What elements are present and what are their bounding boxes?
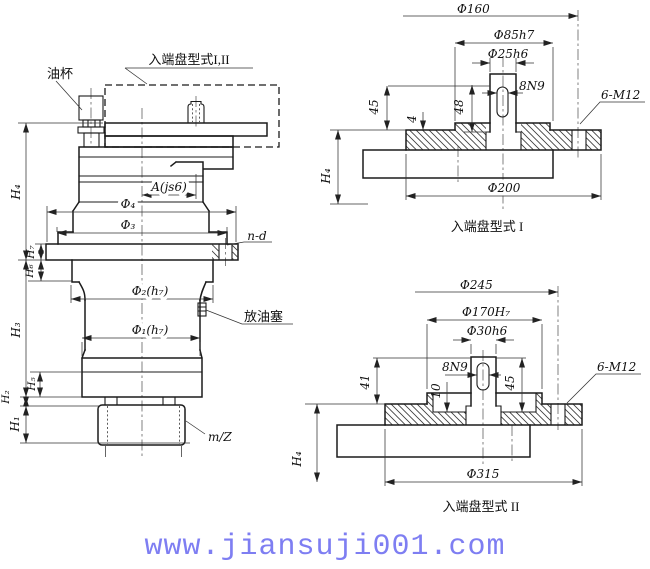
type2-bolts-label: 6-M12: [597, 360, 636, 374]
type2-d170-label: Φ170H₇: [462, 305, 510, 319]
dim-h1-label: H₁: [8, 416, 22, 432]
type1-bolts-label: 6-M12: [601, 88, 640, 102]
dim-h4-label: H₄: [9, 184, 23, 200]
type1-caption: 入端盘型式 I: [451, 219, 524, 234]
oil-cup-leader: [55, 80, 83, 111]
type2-d245-label: Φ245: [460, 278, 493, 292]
drain-plug: [197, 302, 207, 317]
type1-d85-label: Φ85h7: [494, 28, 535, 42]
type2-d315-label: Φ315: [467, 467, 500, 481]
end-plate-type2-view: Φ245 Φ170H₇ Φ30h6 8N9 6-M12 41 10 45 H₄ …: [290, 278, 641, 514]
end-plate-type-label: 入端盘型式I,II: [148, 52, 229, 67]
oil-cup: [77, 95, 105, 148]
type2-10-label: 10: [429, 383, 443, 399]
input-shaft-stub: [187, 100, 205, 124]
mz-leader: [185, 420, 206, 435]
type1-45-label: 45: [367, 99, 381, 115]
type1-d25-label: Φ25h6: [488, 47, 529, 61]
dim-phi1-label: Φ₁(h₇): [132, 323, 169, 337]
watermark-url: www.jiansuji001.com: [144, 530, 506, 564]
dim-h6-label: H₆: [24, 264, 36, 279]
type1-h4-label: H₄: [319, 168, 333, 184]
end-plate-type1-view: Φ160 Φ85h7 Φ25h6 8N9 6-M12 45 4 48 H₄ Φ2…: [319, 2, 645, 234]
dim-a-label: A(js6): [150, 180, 187, 194]
type1-48-label: 48: [452, 99, 466, 116]
end-plate-leader: [124, 67, 253, 85]
dim-phi3-label: Φ₃: [121, 218, 136, 232]
drain-plug-label: 放油塞: [244, 309, 283, 324]
oil-cup-label: 油杯: [47, 66, 73, 81]
output-gear: [97, 404, 186, 457]
reducer-side-view: 油杯 入端盘型式I,II A(js6) Φ₄ Φ₃ n-d H₄ H₇ H₆ Φ…: [0, 52, 293, 458]
type2-bolt-leader: [566, 373, 641, 404]
type1-d160-label: Φ160: [457, 2, 490, 16]
type1-keyway-slot: [496, 86, 509, 118]
dim-phi2-label: Φ₂(h₇): [132, 284, 169, 298]
type2-41-label: 41: [358, 374, 372, 390]
type1-d200-label: Φ200: [488, 181, 521, 195]
n-d-leader: [226, 241, 272, 246]
type1-4-label: 4: [405, 115, 419, 124]
dim-h3-label: H₃: [9, 322, 23, 338]
type2-45-label: 45: [503, 375, 517, 391]
type2-h4-label: H₄: [290, 451, 304, 467]
type1-dimensions: [330, 13, 645, 205]
dim-h2-label: H₂: [0, 390, 12, 404]
dim-phi4-label: Φ₄: [121, 197, 136, 211]
type2-dimensions: [305, 289, 641, 486]
left-view-dimensions: [18, 122, 237, 444]
type2-caption: 入端盘型式 II: [443, 499, 520, 514]
dim-h5-label: H₅: [26, 377, 38, 392]
type1-key-label: 8N9: [519, 79, 545, 93]
input-end-plate: [104, 122, 268, 137]
type2-key-label: 8N9: [442, 360, 468, 374]
dim-mz-label: m/Z: [208, 430, 232, 444]
type1-bolt-leader: [579, 101, 645, 125]
drain-plug-leader: [205, 309, 293, 325]
type2-d30-label: Φ30h6: [467, 324, 508, 338]
dim-h7-label: H₇: [25, 245, 37, 260]
end-plate-zone-box: [104, 84, 280, 148]
dim-nd-label: n-d: [247, 229, 267, 243]
